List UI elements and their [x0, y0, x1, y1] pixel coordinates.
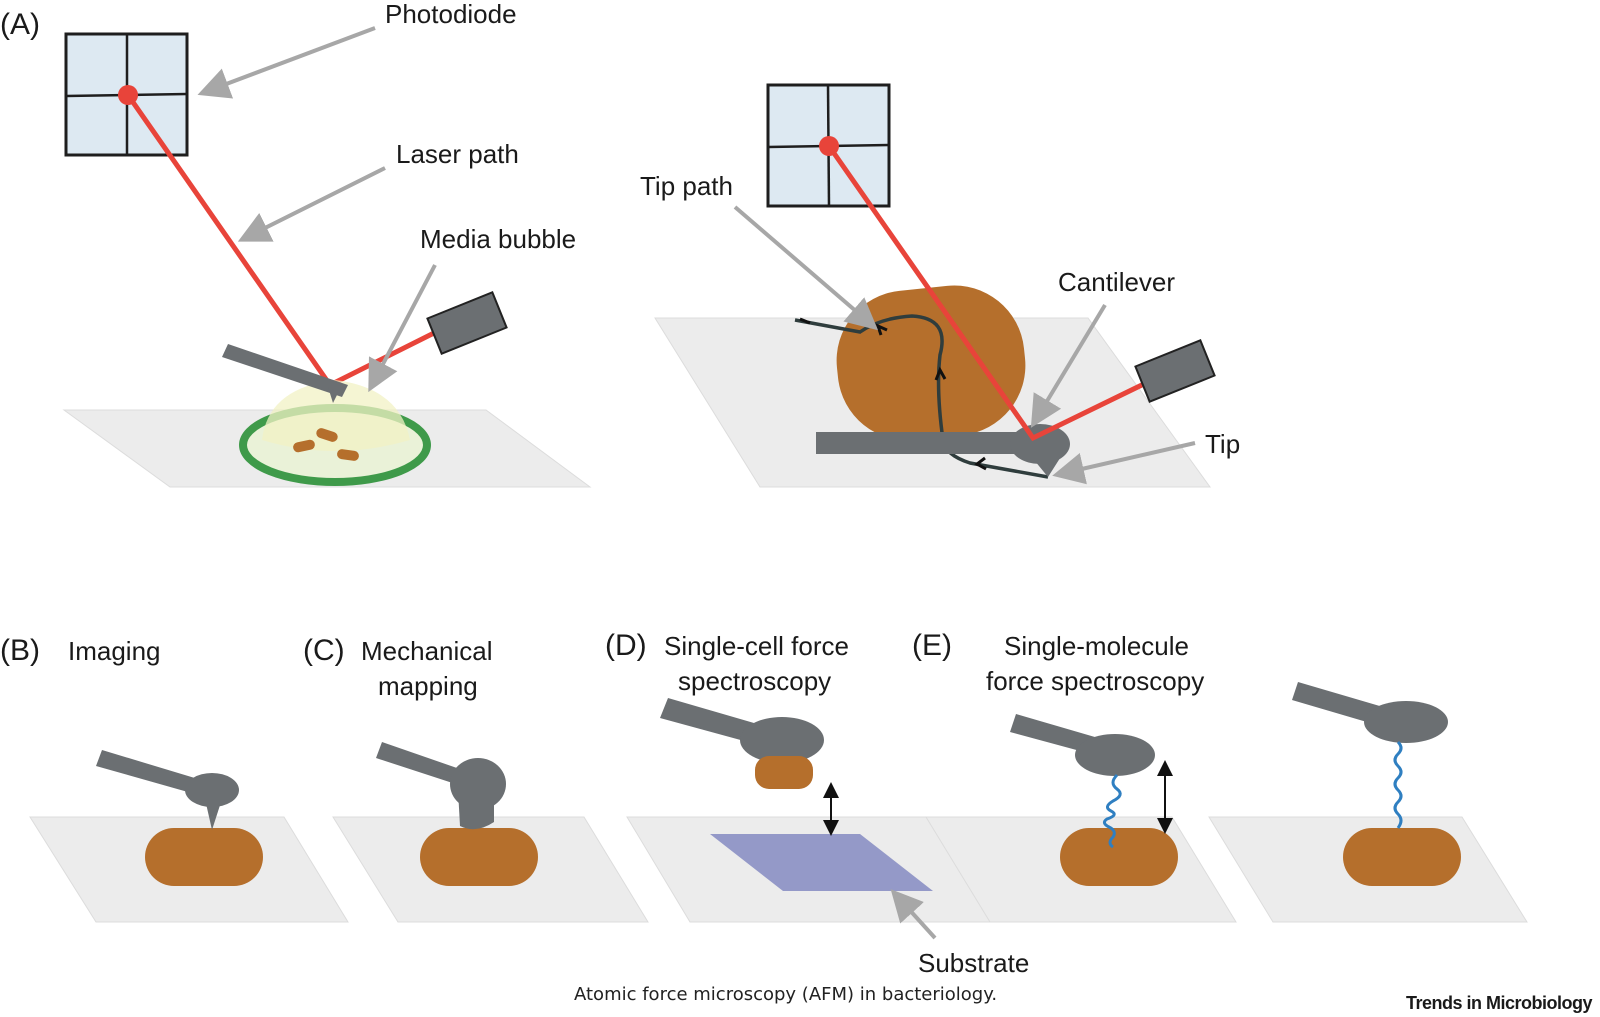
single-molecule-label-1: Single-molecule [1004, 631, 1189, 661]
substrate [710, 834, 933, 891]
bacterium-b [145, 828, 263, 886]
cantilever-label: Cantilever [1058, 267, 1175, 297]
single-molecule-label-2: force spectroscopy [986, 666, 1204, 696]
laser-path-pointer [237, 166, 386, 242]
cantilever-zoom [816, 432, 1046, 454]
imaging-label: Imaging [68, 636, 161, 666]
mechanical-label-1: Mechanical [361, 636, 493, 666]
media-bubble-label: Media bubble [420, 224, 576, 254]
molecule-e1 [1102, 773, 1122, 849]
cantilever-pointer [1030, 303, 1107, 428]
laser-path-label: Laser path [396, 139, 519, 169]
photodiode-icon [64, 32, 189, 157]
media-bubble [262, 380, 410, 451]
tip-pointer [1052, 441, 1196, 485]
photodiode-label: Photodiode [385, 0, 517, 29]
panel-d-label: (D) [605, 629, 647, 662]
cantilever-a [222, 344, 348, 397]
bacterium-e1 [1060, 828, 1178, 886]
panel-b-imaging: (B) Imaging [0, 634, 349, 923]
mechanical-label-2: mapping [378, 671, 478, 701]
panel-e-label: (E) [912, 629, 952, 662]
journal-brand: Trends in Microbiology [1406, 993, 1593, 1013]
laser-beam-zoom [819, 136, 1150, 442]
photodiode-pointer [197, 26, 376, 99]
bacterium-zoom [836, 285, 1026, 441]
panel-a-label: (A) [0, 8, 40, 41]
laser-source-icon [426, 290, 508, 356]
substrate-label: Substrate [918, 948, 1029, 978]
petri-dish [239, 380, 431, 486]
bacterium-d [755, 756, 813, 789]
bacterium-c [420, 828, 538, 886]
single-cell-label-1: Single-cell force [664, 631, 849, 661]
panel-c-mechanical: (C) Mechanical mapping [303, 634, 649, 923]
panel-d-single-cell: (D) Single-cell force spectroscopy Subst… [605, 629, 1029, 978]
panel-b-label: (B) [0, 634, 40, 667]
panel-e-single-molecule: (E) Single-molecule force spectroscopy [912, 629, 1528, 923]
tip-b [205, 799, 222, 830]
laser-source-zoom-icon [1134, 338, 1216, 404]
panel-a-zoom: Tip path Cantilever Tip [640, 83, 1240, 488]
molecule-e2 [1393, 740, 1403, 829]
panel-a-setup: (A) Photodiode [0, 0, 592, 488]
single-cell-label-2: spectroscopy [678, 666, 831, 696]
tip-label: Tip [1205, 429, 1240, 459]
bacterium-e2 [1343, 828, 1461, 886]
tip-path-pointer [733, 205, 879, 331]
substrate-pointer [890, 889, 937, 940]
panel-c-label: (C) [303, 634, 345, 667]
media-bubble-pointer [368, 264, 437, 393]
tip-path-label: Tip path [640, 171, 733, 201]
figure-caption: Atomic force microscopy (AFM) in bacteri… [574, 984, 997, 1005]
tip-c [458, 790, 494, 830]
